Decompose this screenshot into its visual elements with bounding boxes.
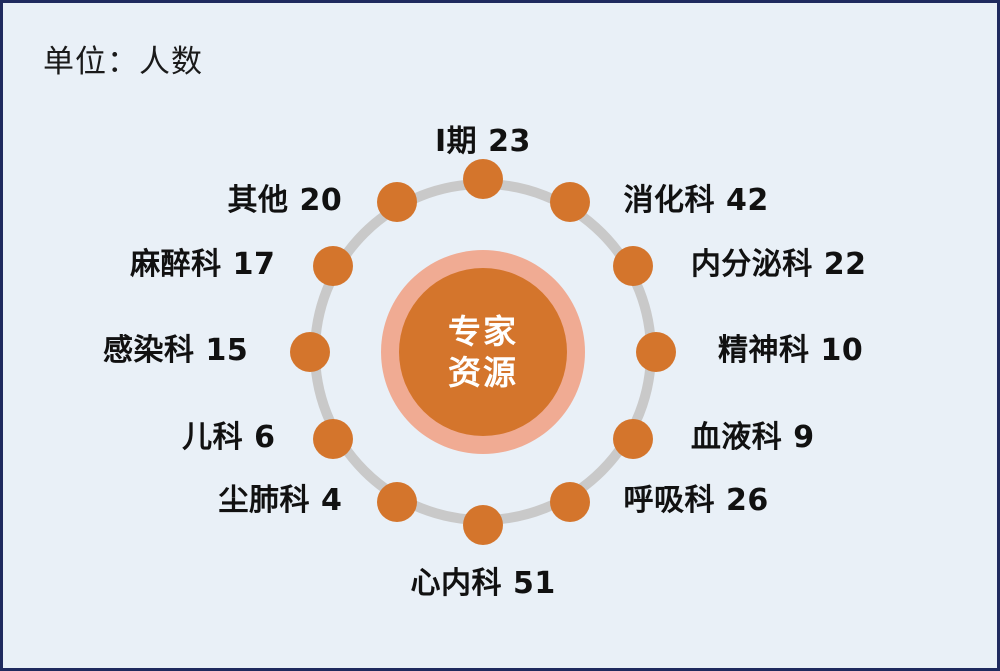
node-xiaohua[interactable] — [549, 182, 590, 223]
node-xueye-label: 血液科 9 — [690, 419, 815, 455]
hub-label-line-2: 资源 — [448, 353, 518, 392]
node-mazui-label: 麻醉科 17 — [130, 246, 276, 282]
node-xinnei[interactable] — [463, 505, 503, 545]
node-jingshen-label: 精神科 10 — [718, 333, 864, 368]
node-huxi[interactable] — [549, 481, 590, 522]
node-jingshen[interactable] — [636, 332, 676, 372]
node-chenfei[interactable] — [376, 481, 417, 522]
node-ganran-label: 感染科 15 — [103, 333, 249, 368]
node-mazui[interactable] — [313, 245, 354, 286]
node-i-qi[interactable] — [463, 159, 503, 199]
node-chenfei-label: 尘肺科 4 — [218, 482, 343, 518]
node-neifenmi-label: 内分泌科 22 — [690, 246, 867, 282]
node-erke-label: 儿科 6 — [182, 419, 276, 455]
node-neifenmi[interactable] — [612, 245, 653, 286]
node-erke[interactable] — [313, 418, 354, 459]
node-ganran[interactable] — [290, 332, 330, 372]
unit-label: 单位：人数 — [43, 44, 203, 80]
hub-core-circle: 专家 资源 — [399, 268, 567, 436]
node-xueye[interactable] — [612, 418, 653, 459]
node-i-qi-label: I期 23 — [435, 124, 531, 159]
node-qita[interactable] — [376, 182, 417, 223]
hub-label-line-1: 专家 — [448, 311, 518, 351]
node-qita-label: 其他 20 — [227, 183, 343, 219]
node-huxi-label: 呼吸科 26 — [623, 482, 769, 518]
node-xinnei-label: 心内科 51 — [410, 566, 556, 601]
node-xiaohua-label: 消化科 42 — [623, 183, 769, 219]
